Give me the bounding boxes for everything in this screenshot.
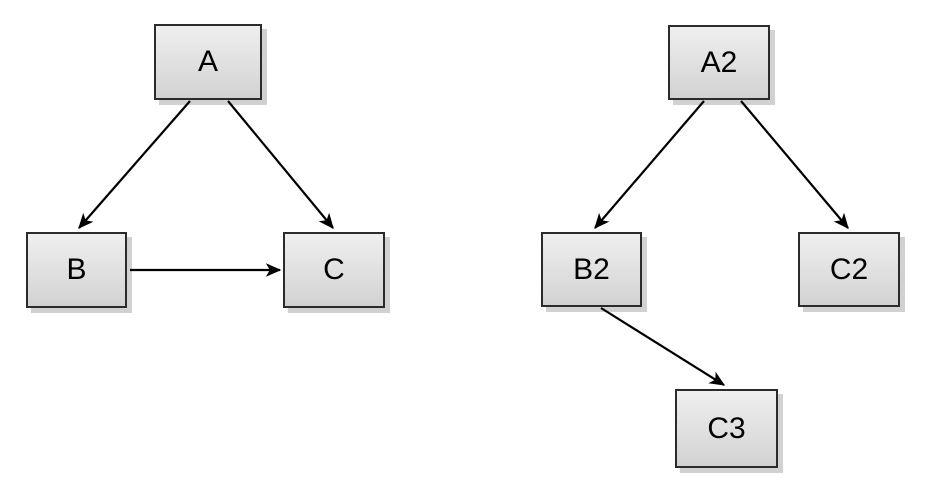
node-a[interactable]: A bbox=[154, 24, 262, 100]
edge-a2-to-b2 bbox=[594, 100, 705, 229]
node-label-c3: C3 bbox=[707, 411, 746, 445]
edge-a-to-c bbox=[227, 100, 334, 229]
node-a2[interactable]: A2 bbox=[668, 25, 770, 100]
node-label-b2: B2 bbox=[573, 252, 610, 286]
edge-b2-to-c3 bbox=[600, 307, 726, 386]
node-label-c: C bbox=[323, 253, 345, 286]
edge-paths bbox=[78, 100, 849, 386]
edge-a2-to-c2 bbox=[740, 100, 849, 229]
node-b[interactable]: B bbox=[26, 232, 127, 308]
node-label-a2: A2 bbox=[700, 45, 738, 79]
node-c3[interactable]: C3 bbox=[675, 389, 778, 468]
edge-a-to-b bbox=[78, 100, 191, 229]
node-c2[interactable]: C2 bbox=[798, 232, 900, 307]
node-b2[interactable]: B2 bbox=[541, 232, 642, 307]
node-label-c2: C2 bbox=[829, 252, 869, 286]
node-label-b: B bbox=[66, 253, 87, 286]
node-label-a: A bbox=[197, 45, 218, 78]
node-c[interactable]: C bbox=[283, 232, 385, 308]
